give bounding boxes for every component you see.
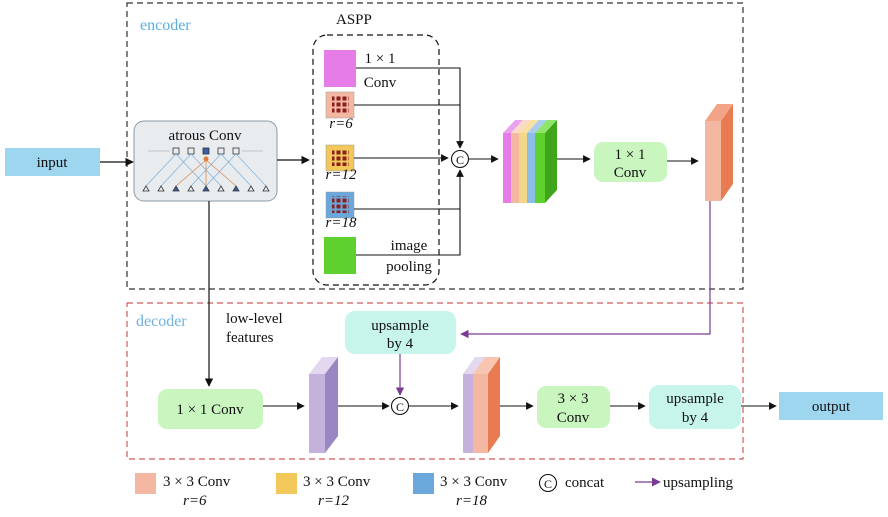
encoder-concat-letter: C xyxy=(456,153,464,167)
aspp-r18-grid xyxy=(332,196,349,213)
encoder-conv1x1-label-2: Conv xyxy=(614,165,647,181)
decoder-conv3x3-label-1: 3 × 3 xyxy=(558,391,589,407)
low-level-feature-block xyxy=(309,357,338,453)
upsample-right-box xyxy=(649,385,741,429)
legend-r18-line1: 3 × 3 Conv xyxy=(440,474,508,490)
aspp-r6-grid xyxy=(332,96,349,113)
legend-swatch-r6 xyxy=(135,473,156,494)
aspp-conv1x1-block xyxy=(324,50,356,87)
legend-r6-line1: 3 × 3 Conv xyxy=(163,474,231,490)
legend-concat-letter: C xyxy=(544,477,552,491)
legend-upsampling-label: upsampling xyxy=(663,475,733,491)
aspp-connectors xyxy=(354,67,464,256)
encoder-box xyxy=(126,2,744,290)
encoder-conv1x1-box xyxy=(594,142,667,182)
legend: 3 × 3 Conv r=6 3 × 3 Conv r=12 3 × 3 Con… xyxy=(135,473,733,509)
output-label: output xyxy=(812,399,851,415)
aspp-r18-label: r=18 xyxy=(326,215,357,231)
aspp-r12-grid xyxy=(332,149,349,166)
legend-concat-label: concat xyxy=(565,475,605,491)
encoder-output-block xyxy=(705,104,733,201)
decoder-label: decoder xyxy=(136,313,187,330)
decoder-conv3x3-label-2: Conv xyxy=(557,410,590,426)
aspp-r12-label: r=12 xyxy=(326,167,357,183)
low-level-label-2: features xyxy=(226,330,274,346)
aspp-pooling-label-2: pooling xyxy=(386,259,432,275)
input-label: input xyxy=(37,155,69,171)
aspp-pooling-label-1: image xyxy=(391,238,428,254)
legend-r6-line2: r=6 xyxy=(183,493,207,509)
aspp-label: ASPP xyxy=(336,12,372,28)
encoder-concat-symbol xyxy=(450,149,470,169)
encoder-feature-stack xyxy=(503,120,557,203)
upsample-top-label-2: by 4 xyxy=(387,336,414,352)
output-box xyxy=(779,392,883,420)
upsample-right-label-2: by 4 xyxy=(682,410,709,426)
legend-r12-line2: r=12 xyxy=(318,493,349,509)
legend-swatch-r12 xyxy=(276,473,297,494)
decoder-conv1x1-box xyxy=(158,389,263,429)
aspp-conv1x1-label-2: Conv xyxy=(364,75,397,91)
aspp-pooling-block xyxy=(324,237,356,274)
upsample-top-box xyxy=(345,311,456,354)
aspp-box xyxy=(312,34,440,286)
decoder-concat-symbol xyxy=(390,396,410,416)
upsampling-arrow-encoder xyxy=(460,201,711,339)
aspp-r6-label: r=6 xyxy=(329,116,353,132)
low-level-label-1: low-level xyxy=(226,311,283,327)
decoder-concat-letter: C xyxy=(396,400,404,414)
legend-concat-symbol xyxy=(538,473,558,493)
legend-swatch-r18 xyxy=(413,473,434,494)
decoder-feature-stack xyxy=(463,357,500,453)
upsample-top-label-1: upsample xyxy=(371,318,429,334)
upsample-right-label-1: upsample xyxy=(666,391,724,407)
decoder-conv3x3-box xyxy=(537,386,610,428)
encoder-label: encoder xyxy=(140,17,191,34)
decoder-conv1x1-label: 1 × 1 Conv xyxy=(176,402,244,418)
atrous-conv-illustration xyxy=(142,147,270,192)
input-box xyxy=(5,148,100,176)
aspp-conv1x1-label-1: 1 × 1 xyxy=(365,51,396,67)
legend-r12-line1: 3 × 3 Conv xyxy=(303,474,371,490)
decoder-box xyxy=(126,302,744,460)
atrous-conv-label: atrous Conv xyxy=(169,128,242,144)
legend-r18-line2: r=18 xyxy=(456,493,487,509)
encoder-conv1x1-label-1: 1 × 1 xyxy=(615,147,646,163)
